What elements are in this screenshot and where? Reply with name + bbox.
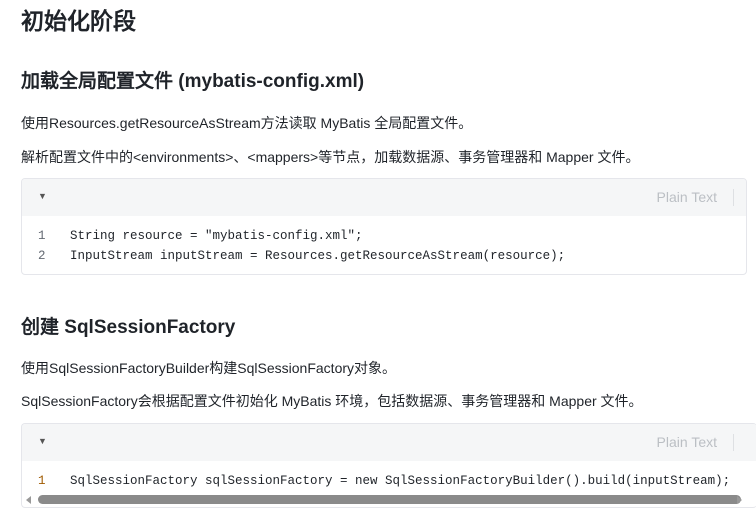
paragraph: SqlSessionFactory会根据配置文件初始化 MyBatis 环境，包… <box>21 393 643 409</box>
code-text: String resource = "mybatis-config.xml"; <box>70 229 363 243</box>
scroll-left-arrow-icon[interactable] <box>26 496 31 504</box>
line-number: 1 <box>38 229 46 243</box>
code-text: SqlSessionFactory sqlSessionFactory = ne… <box>70 474 731 488</box>
code-block: ▼ Plain Text 1 String resource = "mybatis… <box>21 178 747 275</box>
code-block-header: ▼ Plain Text <box>22 179 746 216</box>
code-block: ▼ Plain Text 1 SqlSessionFactory sqlSessi… <box>21 423 756 508</box>
collapse-caret-icon[interactable]: ▼ <box>38 436 47 446</box>
code-text: InputStream inputStream = Resources.getR… <box>70 249 566 263</box>
code-language-label[interactable]: Plain Text <box>656 189 717 205</box>
paragraph: 使用Resources.getResourceAsStream方法读取 MyBa… <box>21 115 473 131</box>
collapse-caret-icon[interactable]: ▼ <box>38 191 47 201</box>
divider <box>733 189 734 206</box>
code-line: 2 InputStream inputStream = Resources.get… <box>22 246 746 266</box>
paragraph: 解析配置文件中的<environments>、<mappers>等节点，加载数据… <box>21 149 640 165</box>
code-line: 1 SqlSessionFactory sqlSessionFactory = n… <box>22 471 756 491</box>
code-line: 1 String resource = "mybatis-config.xml"; <box>22 226 746 246</box>
page-title: 初始化阶段 <box>21 8 136 34</box>
scroll-right-arrow-icon[interactable] <box>737 496 742 504</box>
section-heading-load-config: 加载全局配置文件 (mybatis-config.xml) <box>21 71 365 92</box>
line-number: 1 <box>38 474 46 488</box>
code-block-header: ▼ Plain Text <box>22 424 756 461</box>
line-number: 2 <box>38 249 46 263</box>
section-heading-create-factory: 创建 SqlSessionFactory <box>21 317 236 338</box>
horizontal-scrollbar[interactable] <box>22 493 756 507</box>
paragraph: 使用SqlSessionFactoryBuilder构建SqlSessionFa… <box>21 360 397 376</box>
divider <box>733 434 734 451</box>
code-language-label[interactable]: Plain Text <box>656 434 717 450</box>
scrollbar-thumb[interactable] <box>38 495 741 504</box>
